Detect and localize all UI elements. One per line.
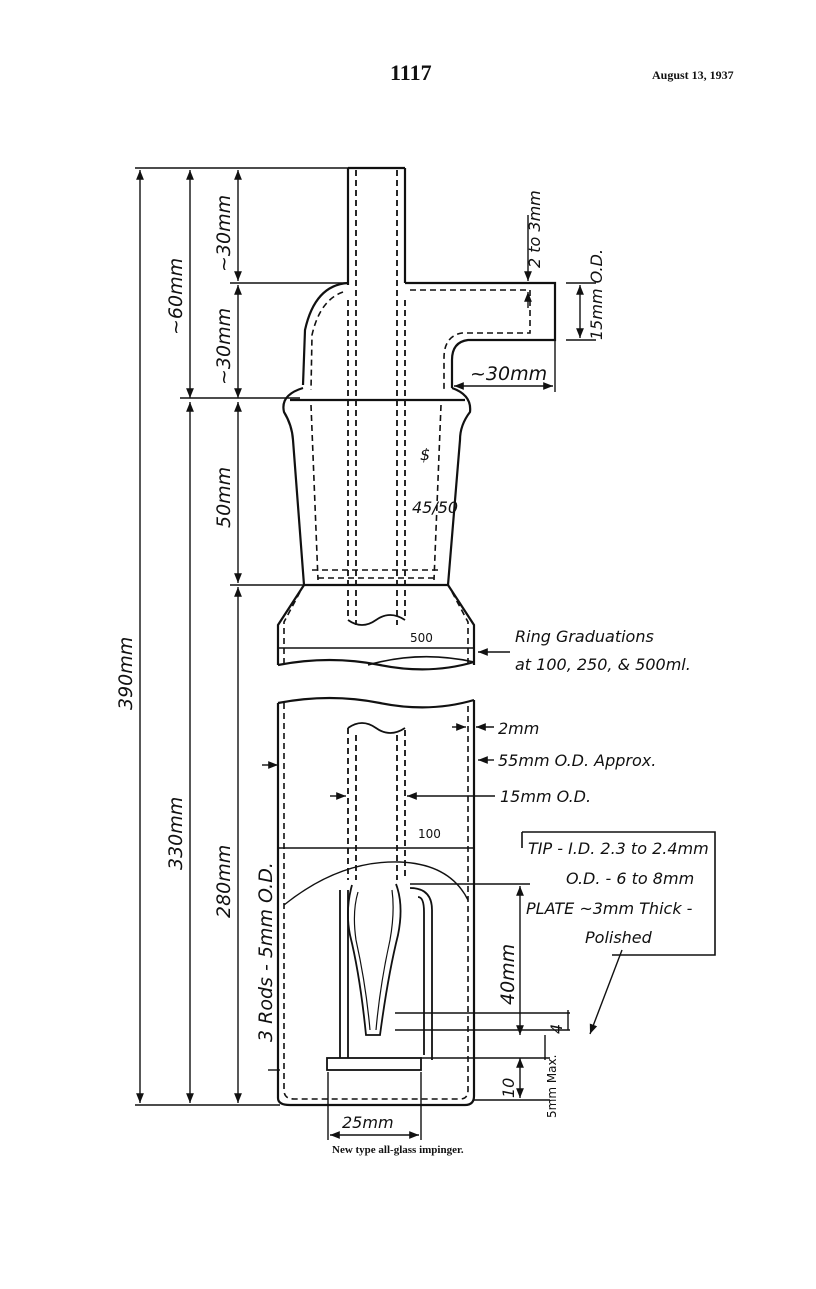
dim-outlet-od: 15mm O.D. xyxy=(587,249,606,340)
dimension-lines xyxy=(135,167,405,1106)
dim-outlet-wall: 2 to 3mm xyxy=(525,190,544,268)
inlet-tube xyxy=(346,166,407,626)
wall-label: 2mm xyxy=(498,719,539,738)
flask-neck xyxy=(276,584,476,671)
tip-note-line1: TIP - I.D. 2.3 to 2.4mm xyxy=(528,839,709,858)
dim-outlet-length: ~30mm xyxy=(470,363,547,385)
dim-flask: 280mm xyxy=(213,845,235,918)
dim-max-gap: 5mm Max. xyxy=(545,1055,559,1118)
tip-note-box xyxy=(521,831,716,956)
tip-note-line4: Polished xyxy=(585,928,653,947)
ground-joint xyxy=(282,386,472,587)
dim-plate-gap: 4 xyxy=(547,1024,566,1034)
dim-joint: 50mm xyxy=(213,467,235,528)
dim-plate-width: 25mm xyxy=(342,1113,394,1132)
support-rods xyxy=(326,887,433,1071)
dim-total-height: 390mm xyxy=(115,637,137,710)
ring-graduations-line2: at 100, 250, & 500ml. xyxy=(515,655,691,674)
dim-tip-height: 40mm xyxy=(497,944,519,1005)
dollar-mark: $ xyxy=(420,445,430,464)
tube-od-label: 15mm O.D. xyxy=(500,787,591,806)
dim-top-lower: ~30mm xyxy=(213,308,235,385)
flask-od-label: 55mm O.D. Approx. xyxy=(498,751,656,770)
rods-label: 3 Rods - 5mm O.D. xyxy=(255,862,277,1042)
head-piece xyxy=(301,281,557,391)
flask-body xyxy=(276,696,476,1107)
dim-bottom-gap: 10 xyxy=(499,1078,518,1098)
dim-top-section: ~60mm xyxy=(165,258,187,335)
dim-top-upper: ~30mm xyxy=(213,195,235,272)
page-number: 1117 xyxy=(390,60,432,85)
ring-graduations-line1: Ring Graduations xyxy=(515,627,654,646)
page-date: August 13, 1937 xyxy=(652,68,734,82)
joint-mark: 45/50 xyxy=(412,498,458,517)
grad-500: 500 xyxy=(410,631,433,645)
tip-note-line3: PLATE ~3mm Thick - xyxy=(526,899,693,918)
right-dimensions xyxy=(327,215,623,1140)
impinger-tube xyxy=(347,722,406,1036)
figure-caption: New type all-glass impinger. xyxy=(332,1144,464,1156)
tip-note-line2: O.D. - 6 to 8mm xyxy=(566,869,694,888)
dim-lower-total: 330mm xyxy=(165,797,187,870)
grad-100: 100 xyxy=(418,827,441,841)
